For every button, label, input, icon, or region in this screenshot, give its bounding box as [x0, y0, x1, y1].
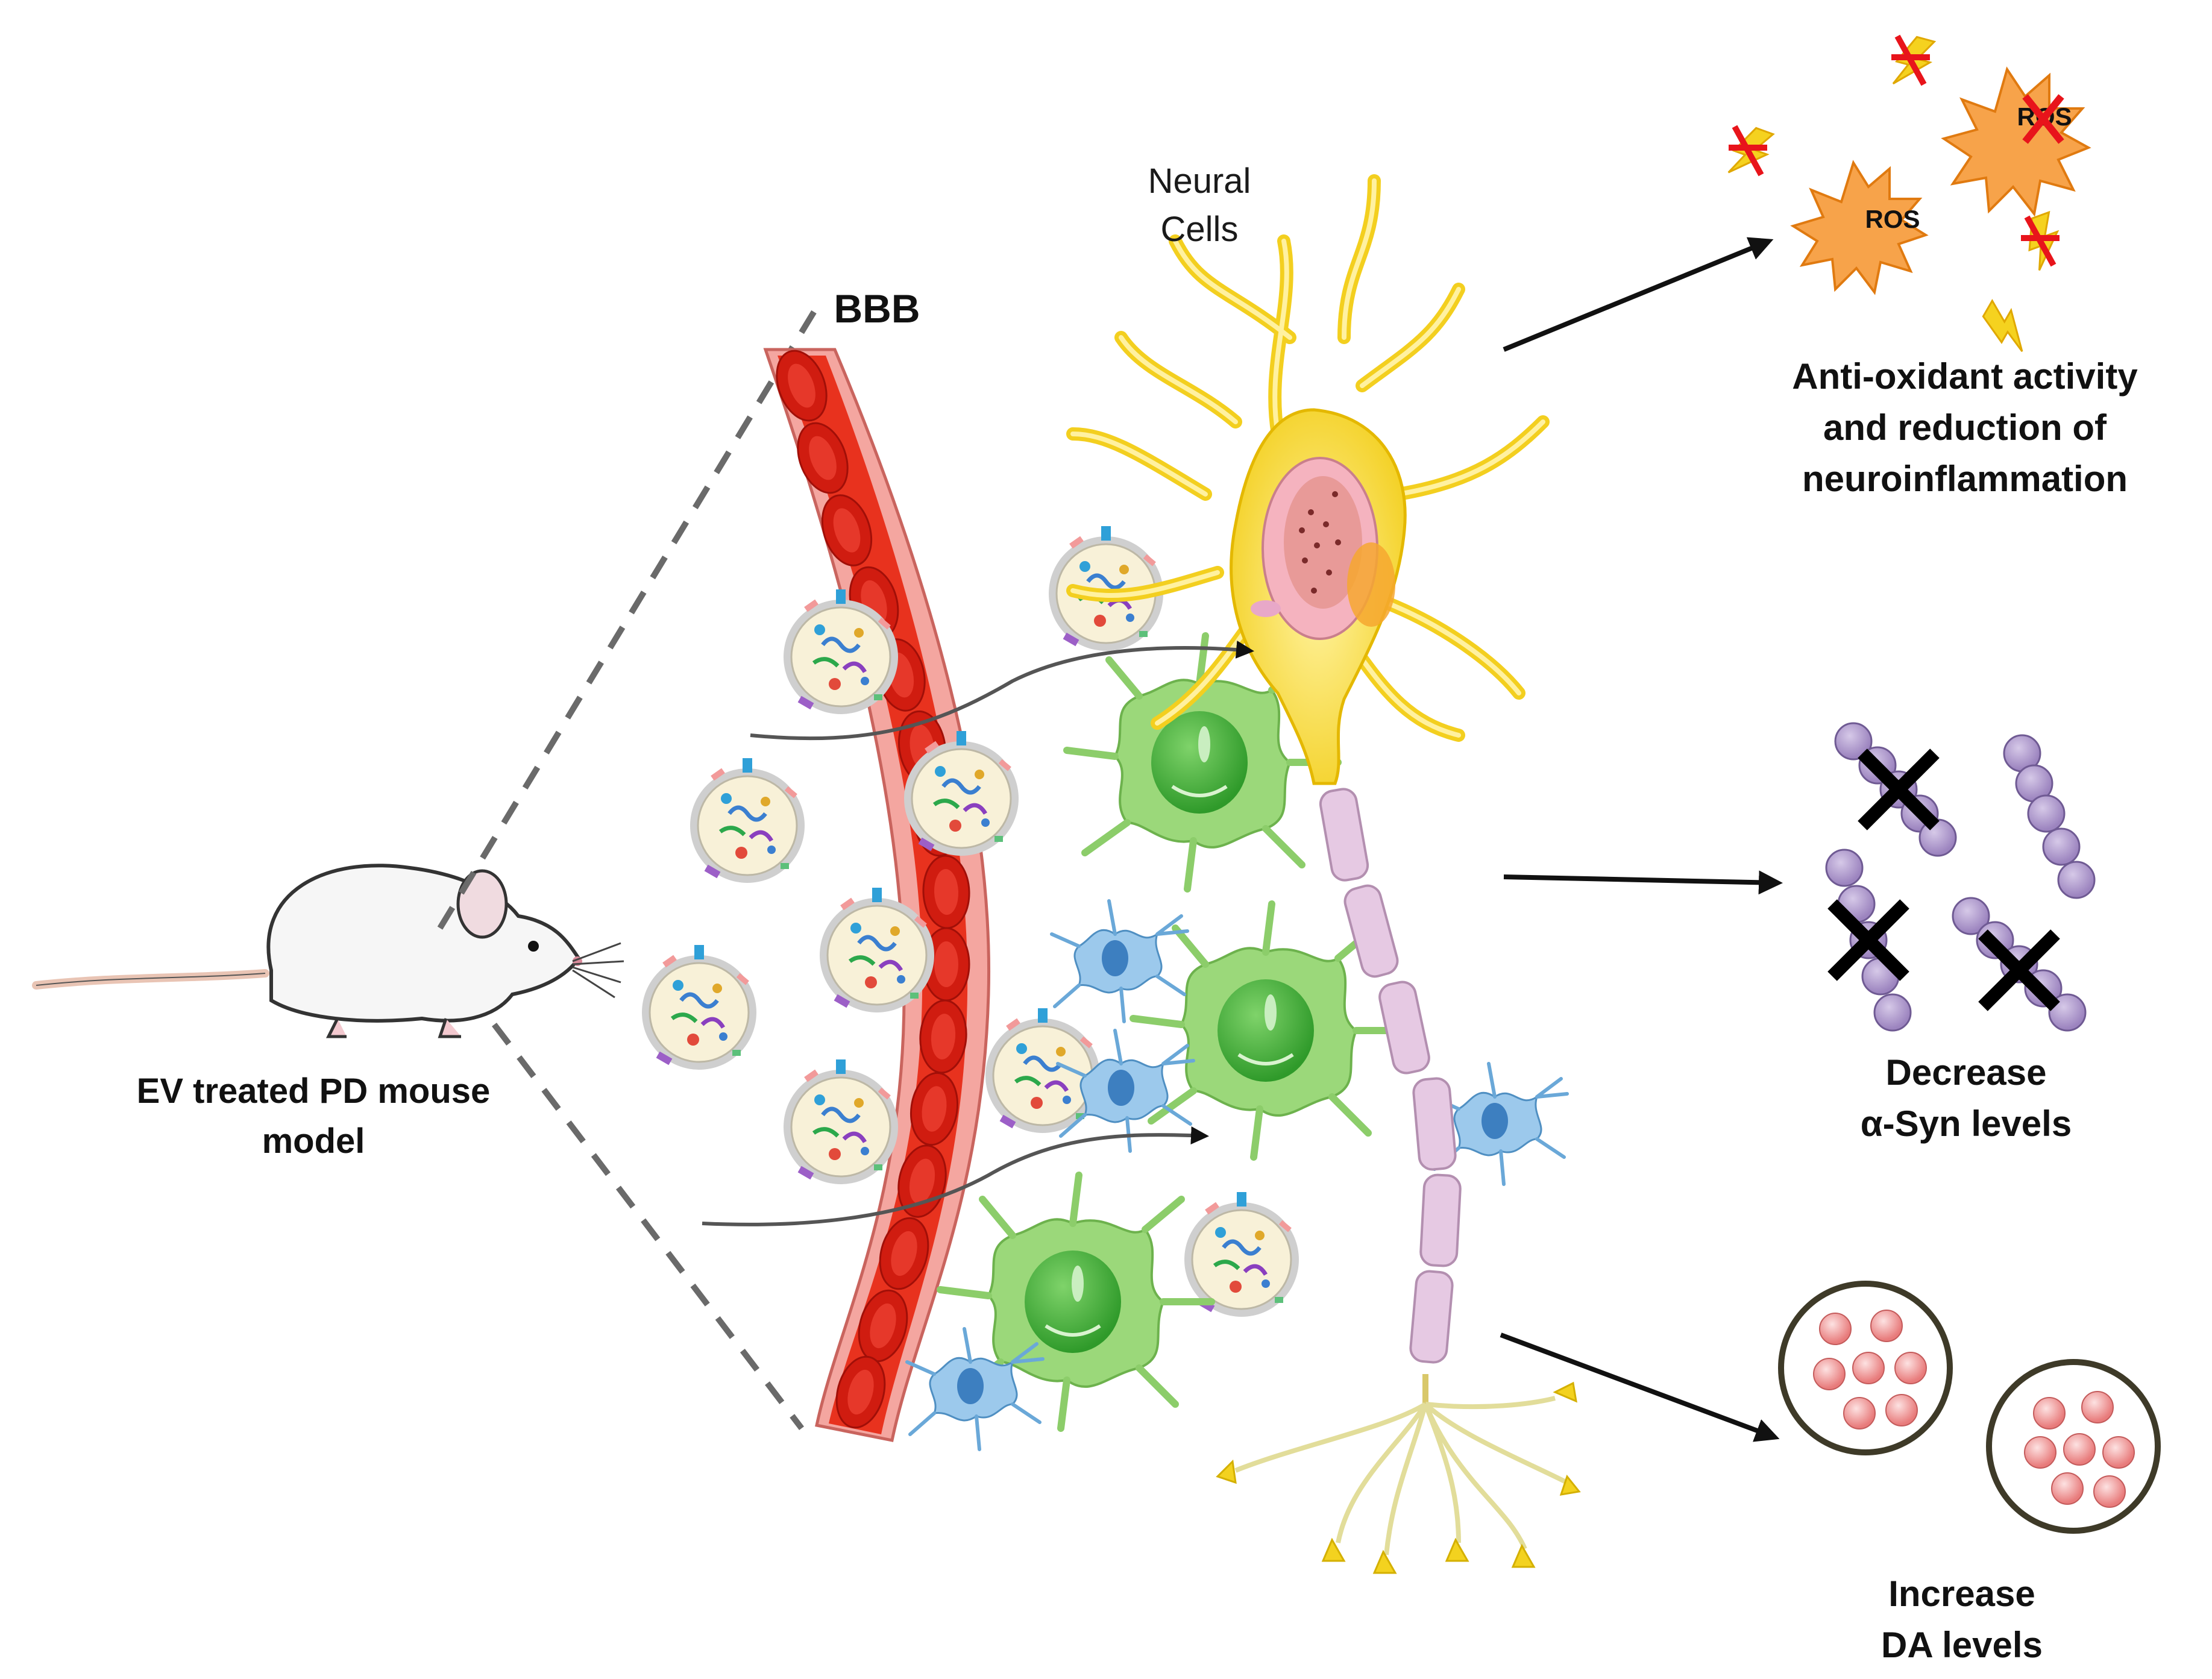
- zoom-lines: [437, 306, 820, 1431]
- mouse-label-line2: model: [262, 1122, 365, 1161]
- axon: [1216, 788, 1581, 1574]
- alpha-synuclein-chains: [1825, 722, 2096, 1032]
- ros-icon: [1790, 66, 2091, 295]
- ev-uptake-arrows: [702, 640, 1254, 1226]
- da-label-line1: Increase: [1888, 1574, 2035, 1614]
- antioxidant-label-line3: neuroinflammation: [1802, 459, 2128, 499]
- x-mark-icon: [2022, 94, 2064, 144]
- mouse-icon: [32, 864, 624, 1038]
- da-label-line2: DA levels: [1881, 1625, 2043, 1665]
- mouse-label-line1: EV treated PD mouse: [137, 1072, 491, 1111]
- syn-label-line1: Decrease: [1886, 1052, 2047, 1093]
- antioxidant-label-line1: Anti-oxidant activity: [1792, 356, 2138, 397]
- dopamine-vesicles: [1778, 1281, 2161, 1534]
- neural-cells-label-line2: Cells: [1161, 210, 1239, 249]
- neural-cells-label-line1: Neural: [1148, 162, 1251, 201]
- ros-label-mid: ROS: [1865, 205, 1920, 233]
- outcome-arrows: [1500, 237, 1783, 1442]
- antioxidant-label-line2: and reduction of: [1823, 407, 2107, 448]
- bbb-label: BBB: [834, 286, 920, 331]
- neuron: [1066, 174, 1550, 785]
- syn-label-line2: α-Syn levels: [1861, 1103, 2072, 1144]
